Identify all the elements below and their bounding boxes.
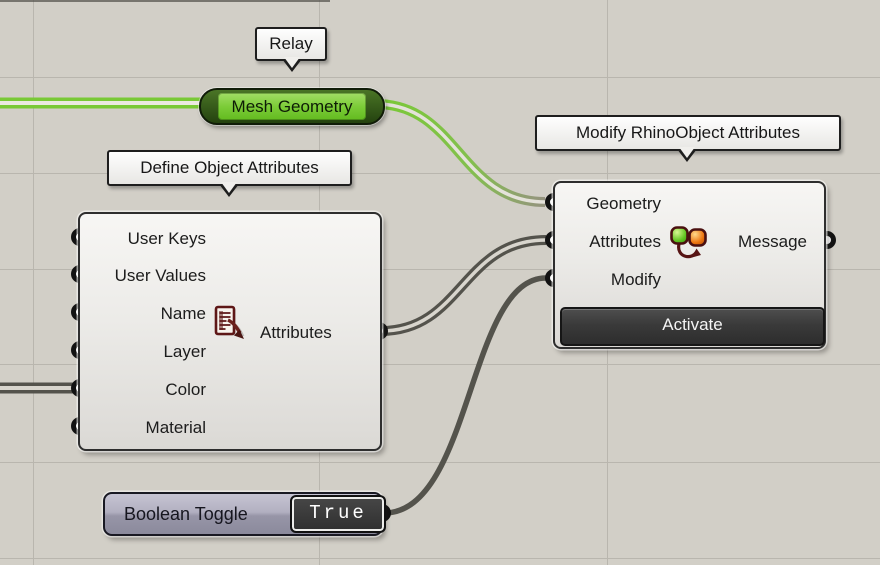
define-tooltip-text: Define Object Attributes bbox=[140, 158, 319, 177]
relay-label: Mesh Geometry bbox=[218, 93, 366, 120]
input-label-geometry: Geometry bbox=[586, 194, 661, 213]
modify-rhinoobject-attributes-component[interactable]: Geometry Attributes Modify Message Activ… bbox=[553, 181, 826, 349]
boolean-toggle-label: Boolean Toggle bbox=[124, 504, 248, 524]
boolean-toggle-value-button[interactable]: True bbox=[290, 495, 386, 533]
wire-relay-to-geometry-gap bbox=[375, 102, 546, 204]
tooltip-tail bbox=[284, 57, 300, 68]
modify-tooltip: Modify RhinoObject Attributes bbox=[535, 115, 841, 162]
wire-attributes-gap bbox=[380, 238, 547, 333]
grid-line bbox=[0, 77, 880, 78]
grid-line bbox=[0, 269, 880, 270]
grid-line bbox=[0, 558, 880, 559]
attribute-swap-icon bbox=[670, 226, 707, 259]
grid-line bbox=[33, 0, 34, 565]
input-label-modify: Modify bbox=[610, 270, 661, 289]
define-tooltip: Define Object Attributes bbox=[107, 150, 352, 197]
relay-tooltip: Relay bbox=[255, 27, 327, 72]
modify-tooltip-text: Modify RhinoObject Attributes bbox=[576, 123, 800, 142]
tooltip-tail bbox=[679, 147, 695, 158]
wire-toggle-to-modify[interactable] bbox=[381, 275, 549, 516]
output-label-attributes: Attributes bbox=[260, 323, 332, 342]
input-label-user-values: User Values bbox=[114, 266, 206, 285]
document-export-icon bbox=[214, 305, 245, 339]
grid-line bbox=[0, 0, 330, 2]
relay-tooltip-text: Relay bbox=[269, 34, 313, 53]
output-label-message: Message bbox=[738, 232, 807, 251]
input-label-layer: Layer bbox=[163, 342, 206, 361]
grid-line bbox=[0, 364, 880, 365]
input-label-material: Material bbox=[145, 418, 206, 437]
tooltip-tail bbox=[221, 182, 237, 193]
define-object-attributes-component[interactable]: User Keys User Values Name Layer Color M… bbox=[78, 212, 382, 451]
input-label-color: Color bbox=[165, 380, 206, 399]
input-label-user-keys: User Keys bbox=[127, 229, 206, 248]
input-label-name: Name bbox=[160, 304, 206, 323]
input-label-attributes: Attributes bbox=[589, 232, 661, 251]
boolean-toggle-component[interactable]: Boolean Toggle True bbox=[103, 492, 386, 536]
grid-line bbox=[0, 173, 880, 174]
activate-button[interactable]: Activate bbox=[560, 307, 825, 346]
relay-node[interactable]: Mesh Geometry bbox=[199, 88, 385, 125]
